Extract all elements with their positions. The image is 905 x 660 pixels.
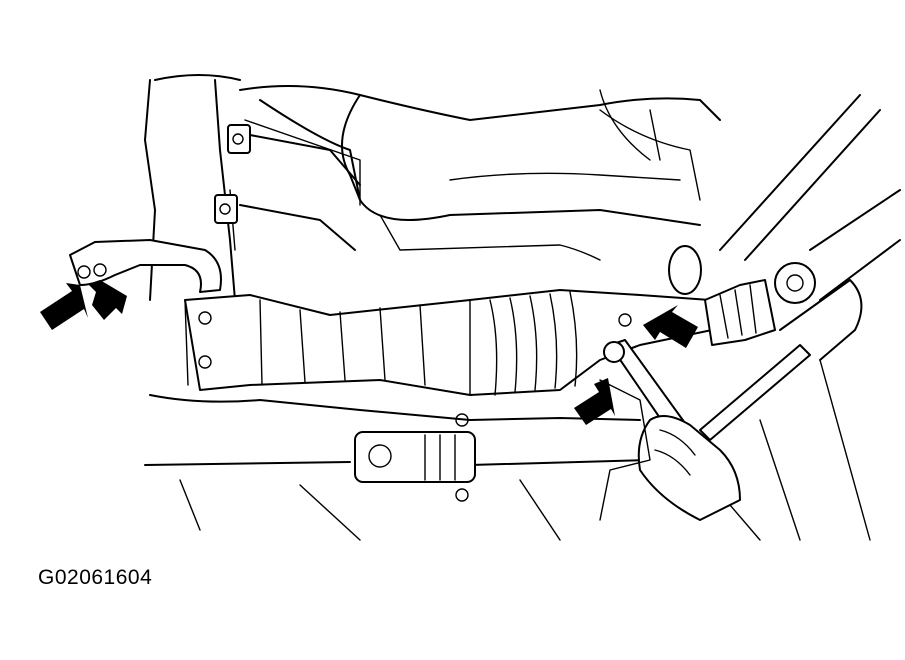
upper-body-panel — [144, 74, 721, 301]
wrench-and-hand — [599, 339, 811, 521]
left-mount-bracket — [214, 124, 361, 251]
steering-rack-illustration — [40, 74, 901, 541]
figure-id-label: G02061604 — [38, 566, 153, 589]
steering-rack-housing — [184, 289, 713, 396]
callout-arrows — [40, 280, 698, 425]
arrow-icon — [40, 283, 88, 330]
arrow-icon — [574, 378, 615, 425]
arrow-icon — [88, 280, 127, 320]
arrow-icon — [643, 305, 698, 348]
lower-crossmember — [144, 394, 651, 541]
